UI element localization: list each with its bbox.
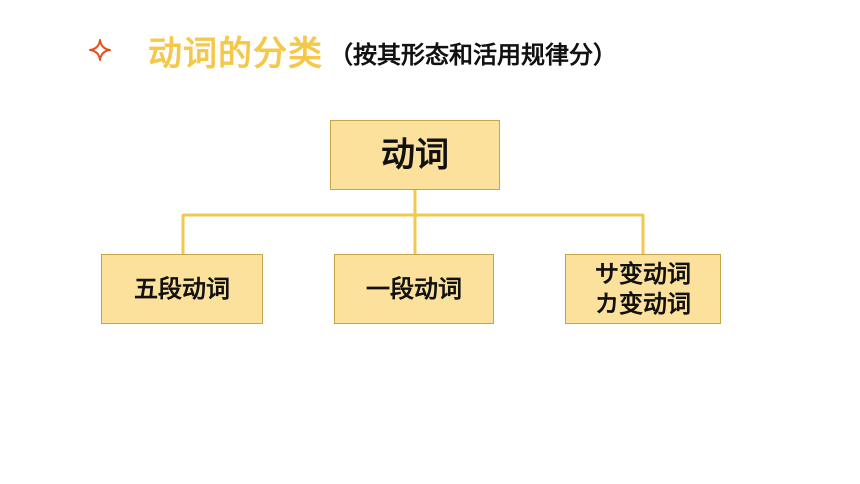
node-godan-label: 五段动词 [134, 275, 230, 303]
node-irregular-verbs: サ变动词 カ变动词 [565, 254, 721, 324]
node-root: 动词 [330, 120, 500, 190]
title-main: 动词的分类 [148, 33, 323, 74]
node-ichidan-verbs: 一段动词 [334, 254, 494, 324]
node-ichidan-label: 一段动词 [366, 275, 462, 303]
node-godan-verbs: 五段动词 [101, 254, 263, 324]
four-point-star-icon [89, 39, 111, 61]
node-sa-verb-label: サ变动词 [595, 260, 691, 288]
title-subtitle: （按其形态和活用规律分） [329, 40, 617, 69]
slide-title: 动词的分类 （按其形态和活用规律分） [88, 22, 617, 78]
node-root-label: 动词 [381, 134, 449, 175]
node-ka-verb-label: カ变动词 [595, 290, 691, 318]
